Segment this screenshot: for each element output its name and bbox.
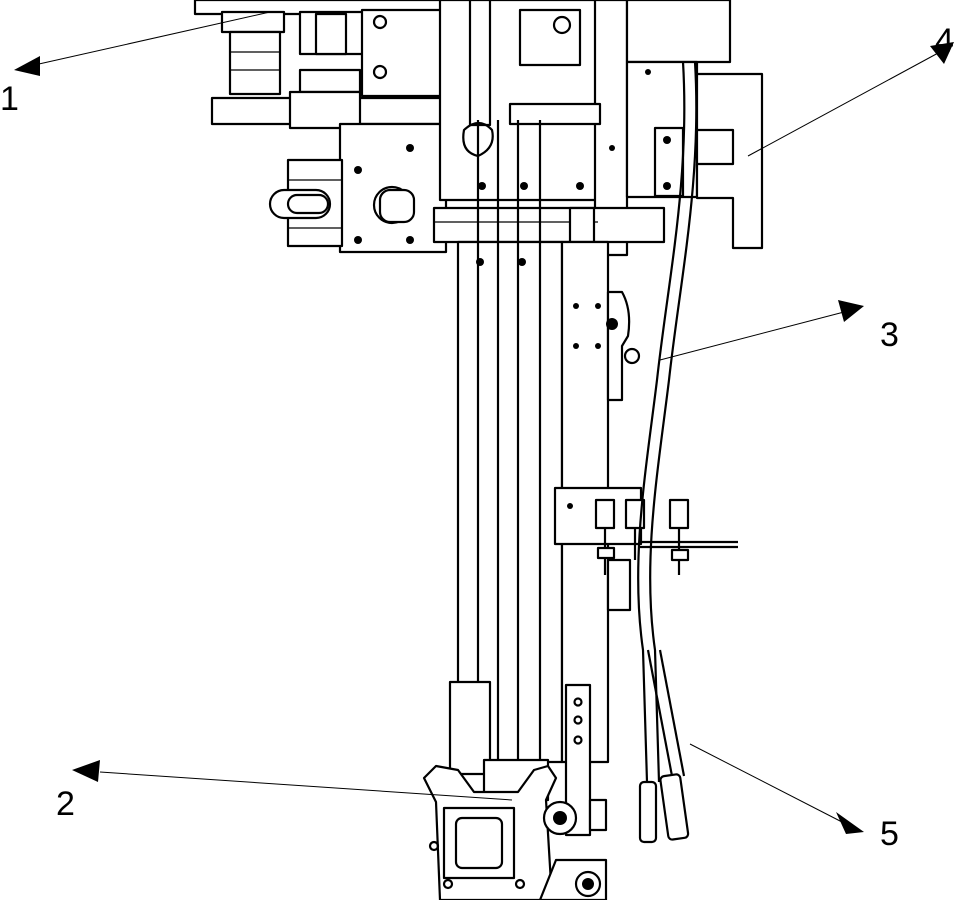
- leader-5: [689, 743, 843, 823]
- arrowhead-1: [14, 56, 40, 76]
- upper-guide-frame: [432, 0, 666, 257]
- leader-4: [747, 51, 941, 157]
- callout-1: 1: [0, 80, 19, 118]
- callout-2: 2: [56, 785, 75, 823]
- lower-side-bracket: [564, 683, 608, 837]
- right-mount-block: [625, 0, 764, 250]
- callout-4: 4: [935, 22, 954, 60]
- leader-3: [659, 311, 845, 361]
- arrowhead-5: [836, 812, 864, 834]
- cable-assembly: [637, 61, 698, 844]
- arrowhead-2: [72, 760, 100, 782]
- mid-bracket: [606, 290, 641, 402]
- terminal-bracket: [553, 486, 738, 612]
- callout-3: 3: [880, 316, 899, 354]
- callout-5: 5: [880, 815, 899, 853]
- arrowhead-3: [838, 300, 864, 322]
- leader-lines: [14, 11, 954, 834]
- left-clamp: [268, 122, 448, 254]
- arrowhead-4: [930, 42, 954, 64]
- leader-1: [29, 11, 271, 67]
- leader-2: [99, 771, 513, 801]
- bottom-gripper: [422, 758, 608, 900]
